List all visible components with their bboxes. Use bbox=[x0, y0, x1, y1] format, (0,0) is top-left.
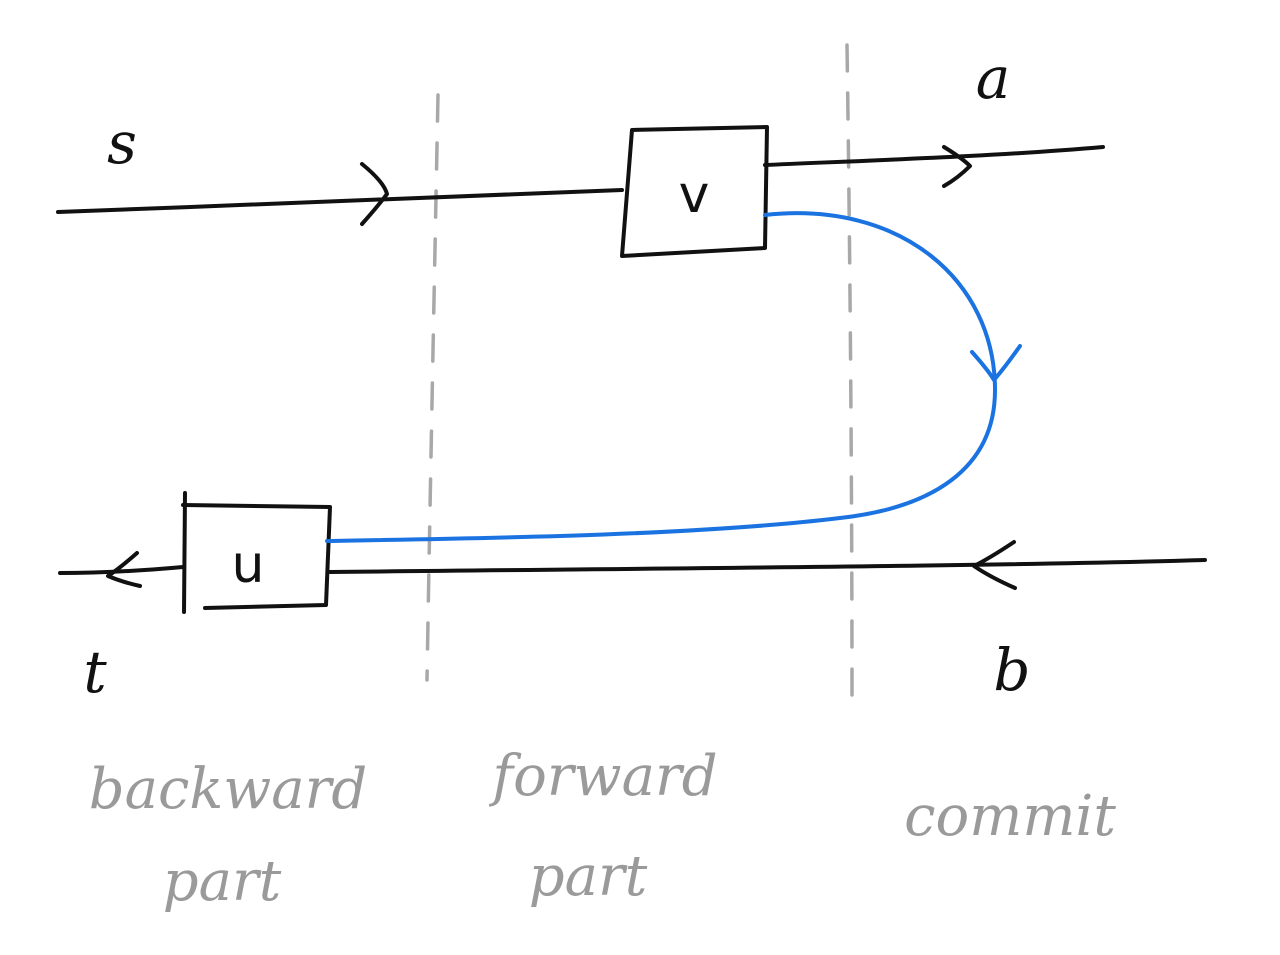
top-input-wire bbox=[56, 188, 624, 214]
region-commit-line1: commit bbox=[904, 784, 1116, 849]
divider-forward-commit bbox=[845, 43, 854, 702]
region-forward-line2: part bbox=[529, 844, 648, 909]
label-t: t bbox=[83, 638, 107, 706]
bottom-input-arrowhead bbox=[972, 540, 1017, 590]
bottom-output-wire bbox=[58, 565, 185, 575]
top-output-arrowhead bbox=[942, 145, 972, 188]
region-forward-line1: forward bbox=[488, 744, 717, 809]
box-u bbox=[181, 503, 332, 610]
bottom-output-arrowhead bbox=[106, 551, 142, 588]
box-v-label: v bbox=[679, 165, 710, 225]
box-u-left-edge bbox=[182, 491, 187, 614]
box-u-label: u bbox=[232, 535, 265, 595]
label-a: a bbox=[976, 44, 1011, 112]
label-s: s bbox=[107, 109, 137, 177]
bottom-input-wire bbox=[328, 558, 1207, 574]
label-b: b bbox=[993, 636, 1030, 704]
feedback-loop-arrowhead bbox=[970, 344, 1022, 382]
divider-backward-forward bbox=[425, 93, 440, 682]
feedback-loop bbox=[325, 211, 997, 543]
region-backward-line2: part bbox=[163, 849, 282, 914]
top-input-arrowhead bbox=[360, 162, 389, 226]
region-backward-line1: backward bbox=[89, 757, 367, 822]
box-v bbox=[620, 125, 769, 258]
top-output-wire bbox=[763, 145, 1105, 167]
